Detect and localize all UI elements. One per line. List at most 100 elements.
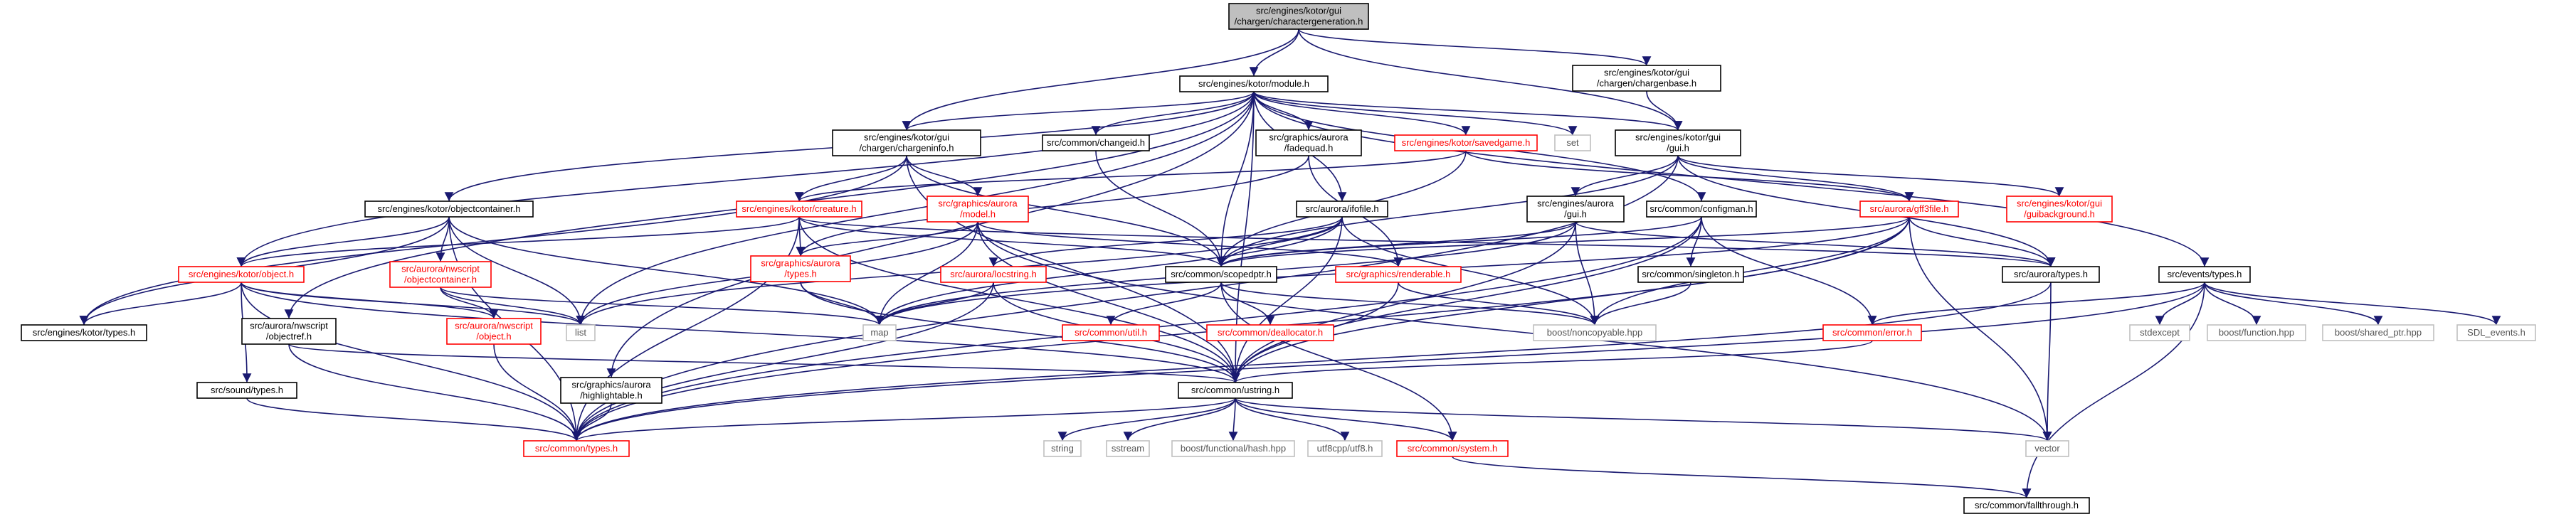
node-graphics_types[interactable]: src/graphics/aurora/types.h [750,255,851,282]
node-aurora_gui[interactable]: src/engines/aurora/gui.h [1526,196,1625,223]
edge-root-to-module [1249,28,1299,77]
edge-aurora_gui-to-ustring [1230,221,1576,383]
node-guih-box [1615,129,1741,156]
edge-eventtypes-to-fallthrough [2022,282,2205,498]
node-chargeninfo-label-0: src/engines/kotor/gui [864,132,949,143]
edge-ifofile-to-locstring [988,216,1343,267]
node-objectref-box [241,318,337,345]
node-objectref[interactable]: src/aurora/nwscript/objectref.h [241,318,337,345]
node-ifofile[interactable]: src/aurora/ifofile.h [1296,200,1388,218]
node-fadequad[interactable]: src/graphics/aurora/fadequad.h [1255,129,1362,156]
node-module-label-0: src/engines/kotor/module.h [1198,78,1309,89]
node-scopedptr[interactable]: src/common/scopedptr.h [1165,266,1277,283]
edge-configman-to-singleton [1686,216,1702,267]
edge-objectcontainer_kotor-to-kotor_object [236,216,450,267]
node-scopedptr-label-0: src/common/scopedptr.h [1171,269,1272,279]
node-creature-box [736,200,862,218]
node-fallthrough-label-0: src/common/fallthrough.h [1975,500,2079,510]
node-objectcontainer_kotor[interactable]: src/engines/kotor/objectcontainer.h [364,200,534,218]
node-nws_object-box [446,318,542,345]
node-objectcontainer_kotor-box [364,200,534,218]
node-kotor_object[interactable]: src/engines/kotor/object.h [178,266,305,283]
node-model-label-1: /model.h [960,209,996,220]
edge-objectcontainer_kotor-to-nws_objcont [436,216,450,262]
edge-guih-to-guiback [1677,155,2064,197]
node-utf8-label-0: utf8cpp/utf8.h [1317,443,1373,454]
node-changeid-label-0: src/common/changeid.h [1047,137,1145,148]
node-locstring-label-0: src/aurora/locstring.h [950,269,1036,279]
node-deallocator-box [1206,324,1334,341]
node-guih[interactable]: src/engines/kotor/gui/gui.h [1615,129,1741,156]
node-sstream-box [1106,440,1150,457]
node-fallthrough[interactable]: src/common/fallthrough.h [1963,497,2090,514]
edge-aurora_gui-to-noncopyable [1575,221,1600,326]
node-list: list [566,324,596,341]
node-deallocator[interactable]: src/common/deallocator.h [1206,324,1334,341]
node-singleton[interactable]: src/common/singleton.h [1637,266,1744,283]
node-module-box [1179,75,1329,92]
node-eventtypes[interactable]: src/events/types.h [2158,266,2251,283]
edge-module-to-list [576,91,1255,326]
node-configman[interactable]: src/common/configman.h [1646,200,1757,218]
edge-kotor_object-to-ustring [241,282,1240,383]
node-gff3file[interactable]: src/aurora/gff3file.h [1859,200,1959,218]
node-root-label-0: src/engines/kotor/gui [1256,6,1341,16]
edge-ustring-to-common_types [571,397,1236,442]
node-savedgame[interactable]: src/engines/kotor/savedgame.h [1394,134,1538,151]
node-kotor_object-label-0: src/engines/kotor/object.h [189,269,294,279]
node-string: string [1043,440,1082,457]
node-chargeninfo[interactable]: src/engines/kotor/gui/chargen/chargeninf… [832,129,981,156]
edge-fadequad-to-graphics_types [796,155,1309,257]
edge-eventtypes-to-stdexcept [2155,282,2205,326]
edge-model-to-renderable [977,221,1403,267]
node-kotor_types-box [21,324,147,341]
node-boosthash-label-0: boost/functional/hash.hpp [1181,443,1286,454]
node-creature[interactable]: src/engines/kotor/creature.h [736,200,862,218]
edge-model-to-graphics_types [796,221,978,257]
node-guiback-label-1: /guibackground.h [2024,209,2095,220]
node-util[interactable]: src/common/util.h [1062,324,1160,341]
node-sharedptr-label-0: boost/shared_ptr.hpp [2335,327,2422,338]
node-error[interactable]: src/common/error.h [1822,324,1922,341]
edge-module-to-kotor_object [236,91,1255,267]
node-guiback[interactable]: src/engines/kotor/gui/guibackground.h [2006,196,2113,223]
node-renderable[interactable]: src/graphics/renderable.h [1335,266,1462,283]
edge-root-to-chargenbase [1298,28,1652,66]
node-changeid[interactable]: src/common/changeid.h [1042,134,1150,151]
node-ustring[interactable]: src/common/ustring.h [1178,382,1293,399]
node-common_types[interactable]: src/common/types.h [523,440,630,457]
node-graphics_types-label-1: /types.h [784,269,817,279]
edge-module-to-chargeninfo [902,91,1255,131]
node-soundtypes[interactable]: src/sound/types.h [196,382,297,399]
node-vector: vector [2025,440,2069,457]
node-aurora_gui-box [1526,196,1625,223]
node-model[interactable]: src/graphics/aurora/model.h [927,196,1029,223]
node-deallocator-label-0: src/common/deallocator.h [1218,327,1323,338]
node-module[interactable]: src/engines/kotor/module.h [1179,75,1329,92]
node-kotor_types[interactable]: src/engines/kotor/types.h [21,324,147,341]
node-boostfunction: boost/function.hpp [2207,324,2306,341]
node-guiback-box [2006,196,2113,223]
node-aurora_types[interactable]: src/aurora/types.h [2002,266,2100,283]
node-system[interactable]: src/common/system.h [1396,440,1509,457]
edge-ustring-to-string [1057,397,1236,442]
node-chargenbase[interactable]: src/engines/kotor/gui/chargen/chargenbas… [1572,65,1721,92]
edge-soundtypes-to-common_types [246,397,581,442]
node-renderable-label-0: src/graphics/renderable.h [1346,269,1451,279]
node-ustring-label-0: src/common/ustring.h [1191,385,1279,395]
node-guih-label-0: src/engines/kotor/gui [1635,132,1721,143]
node-highlightable[interactable]: src/graphics/aurora/highlightable.h [560,377,663,404]
node-guiback-label-0: src/engines/kotor/gui [2017,198,2102,209]
node-model-label-0: src/graphics/aurora [938,198,1018,209]
node-nws_objcont[interactable]: src/aurora/nwscript/objectcontainer.h [389,261,492,288]
edge-nws_objcont-to-map [440,287,885,326]
node-sharedptr: boost/shared_ptr.hpp [2322,324,2434,341]
node-nws_object[interactable]: src/aurora/nwscript/object.h [446,318,542,345]
node-locstring-box [940,266,1047,283]
node-singleton-label-0: src/common/singleton.h [1642,269,1739,279]
node-root[interactable]: src/engines/kotor/gui/chargen/characterg… [1228,3,1369,30]
node-ustring-box [1178,382,1293,399]
edge-objectref-to-common_types [288,343,581,442]
node-locstring[interactable]: src/aurora/locstring.h [940,266,1047,283]
edge-graphics_types-to-ustring [800,281,1240,383]
